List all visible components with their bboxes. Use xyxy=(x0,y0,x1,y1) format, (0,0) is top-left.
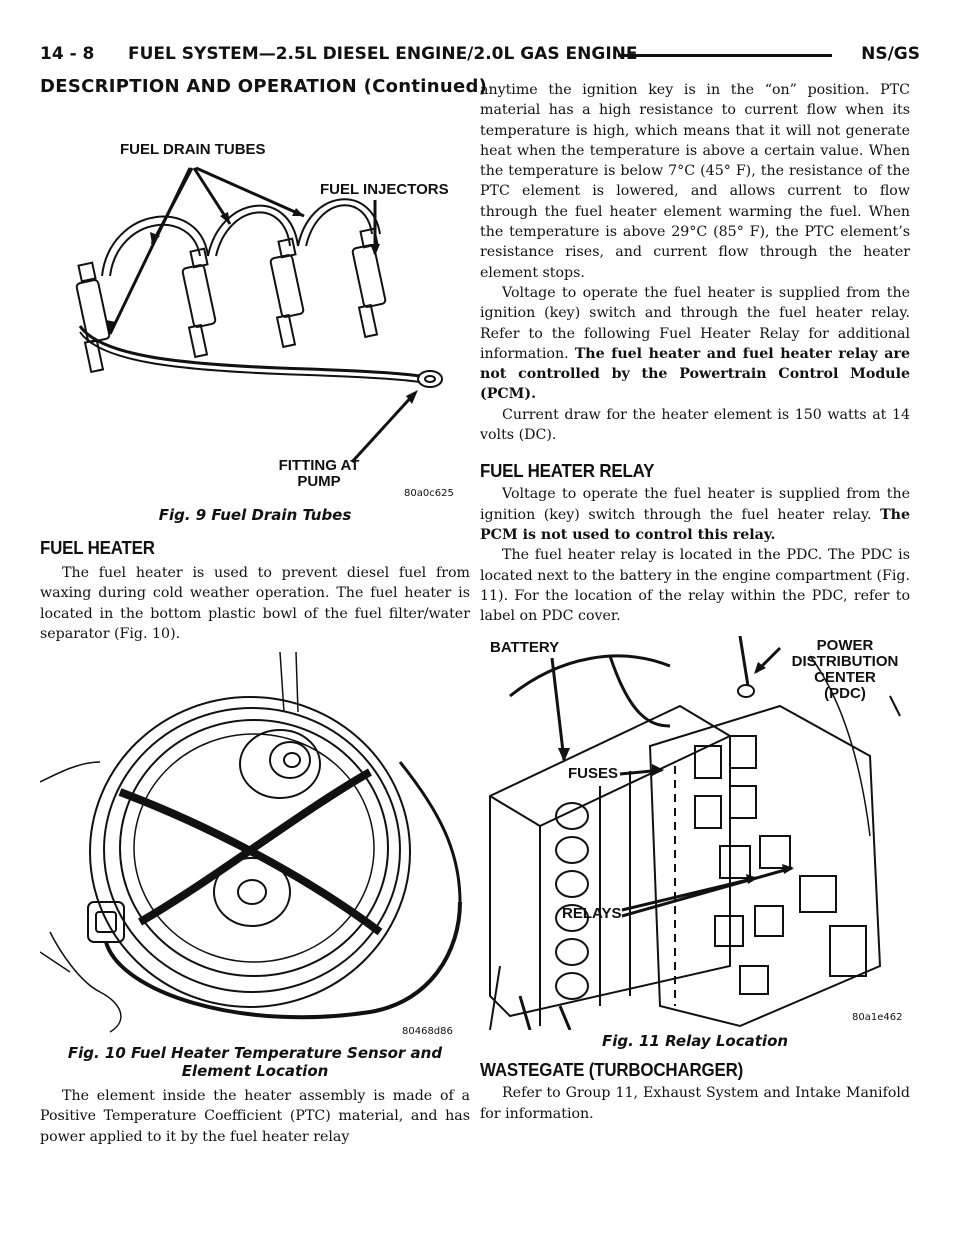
left-column: FUEL DRAIN TUBES FUEL INJECTORS FITTING … xyxy=(40,106,470,1147)
heading-wastegate: WASTEGATE (TURBOCHARGER) xyxy=(480,1060,744,1081)
wastegate-paragraph-1: Refer to Group 11, Exhaust System and In… xyxy=(480,1085,910,1122)
label-fuses: FUSES xyxy=(568,765,619,783)
label-fitting-at-pump: FITTING AT PUMP xyxy=(278,457,360,490)
section-continued: DESCRIPTION AND OPERATION (Continued) xyxy=(40,76,488,97)
label-battery: BATTERY xyxy=(490,639,560,657)
fuel-heater-paragraph-5: Current draw for the heater element is 1… xyxy=(480,406,910,444)
fuel-heater-paragraph-4: Voltage to operate the fuel heater is su… xyxy=(480,284,910,403)
fuel-heater-paragraph-3: anytime the ignition key is in the “on” … xyxy=(480,82,910,281)
figure-10-id: 80468d86 xyxy=(402,1026,453,1038)
figure-11-id: 80a1e462 xyxy=(852,1012,903,1024)
page-number: 14 - 8 xyxy=(40,44,95,64)
header-rule xyxy=(618,54,832,57)
relay-location-illustration xyxy=(489,636,901,1031)
relay-paragraph-2: The fuel heater relay is located in the … xyxy=(480,547,910,625)
label-pdc: POWER DISTRIBUTION CENTER (PDC) xyxy=(791,637,899,703)
right-column: anytime the ignition key is in the “on” … xyxy=(480,80,910,1124)
heading-fuel-heater: FUEL HEATER xyxy=(40,538,155,558)
fuel-heater-paragraph-1: The fuel heater is used to prevent diese… xyxy=(40,565,470,642)
fuel-heater-sensor-illustration xyxy=(40,652,462,1033)
figure-11: BATTERY POWER DISTRIBUTION CENTER (PDC) … xyxy=(480,636,910,1054)
label-relays: RELAYS xyxy=(562,905,622,923)
figure-10: 80468d86 Fig. 10 Fuel Heater Temperature… xyxy=(40,652,470,1082)
label-fuel-injectors: FUEL INJECTORS xyxy=(320,181,449,198)
label-fuel-drain-tubes: FUEL DRAIN TUBES xyxy=(120,141,266,158)
figure-9-id: 80a0c625 xyxy=(404,488,454,499)
relay-paragraph-1: Voltage to operate the fuel heater is su… xyxy=(480,486,910,543)
figure-9-caption: Fig. 9 Fuel Drain Tubes xyxy=(158,506,352,524)
figure-10-caption: Fig. 10 Fuel Heater Temperature Sensor a… xyxy=(67,1044,443,1081)
model-code: NS/GS xyxy=(861,44,920,64)
fuel-heater-paragraph-2: The element inside the heater assembly i… xyxy=(40,1088,470,1145)
heading-fuel-heater-relay: FUEL HEATER RELAY xyxy=(480,461,655,482)
section-title: FUEL SYSTEM—2.5L DIESEL ENGINE/2.0L GAS … xyxy=(128,44,638,64)
fuel-drain-tubes-illustration xyxy=(75,166,443,464)
figure-11-caption: Fig. 11 Relay Location xyxy=(601,1032,789,1051)
figure-9: FUEL DRAIN TUBES FUEL INJECTORS FITTING … xyxy=(40,106,470,530)
page-header: 14 - 8 FUEL SYSTEM—2.5L DIESEL ENGINE/2.… xyxy=(40,44,920,68)
